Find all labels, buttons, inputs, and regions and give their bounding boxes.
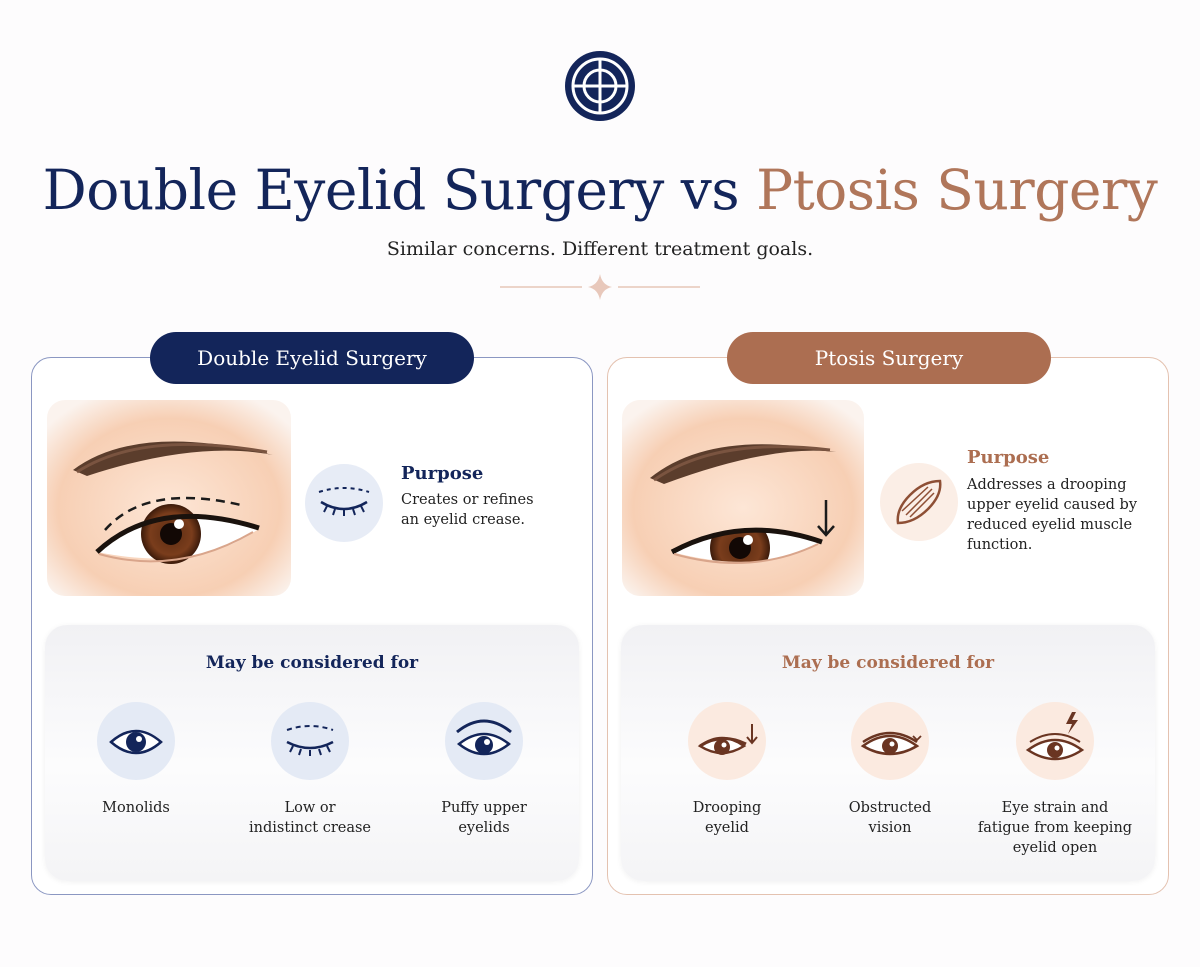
drooping-eye-arrow-icon	[697, 724, 758, 755]
considered-label-puffy-eyelids: Puffy upper eyelids	[394, 798, 574, 838]
narrowed-eye-icon	[860, 731, 922, 756]
page-title: Double Eyelid Surgery vs Ptosis Surgery	[0, 150, 1200, 230]
label-line: vision	[868, 820, 912, 836]
purpose-line: an eyelid crease.	[401, 512, 526, 528]
double-eyelid-badge: Double Eyelid Surgery	[150, 332, 474, 384]
considered-label-eye-strain: Eye strain and fatigue from keeping eyel…	[965, 798, 1145, 858]
eye-with-dashed-crease-icon	[47, 400, 291, 596]
ptosis-badge: Ptosis Surgery	[727, 332, 1051, 384]
purpose-icon-ptosis	[880, 463, 958, 541]
label-line: Monolids	[102, 800, 170, 816]
purpose-line: upper eyelid caused by	[967, 497, 1138, 513]
considered-icon-low-crease	[271, 702, 349, 780]
closed-eye-dashed-crease-icon	[286, 725, 334, 756]
label-line: eyelid	[705, 820, 749, 836]
label-line: Eye strain and	[1001, 800, 1109, 816]
sparkle-divider	[498, 272, 702, 302]
purpose-text-ptosis: Addresses a drooping upper eyelid caused…	[967, 475, 1157, 555]
sparkle-icon	[500, 274, 700, 300]
drooping-eyelid-down-arrow-icon	[622, 400, 864, 596]
purpose-line: Addresses a drooping	[967, 477, 1127, 493]
eye-strain-bolt-icon	[1025, 712, 1085, 761]
considered-label-low-crease: Low or indistinct crease	[220, 798, 400, 838]
purpose-line: reduced eyelid muscle	[967, 517, 1133, 533]
label-line: Puffy upper	[441, 800, 527, 816]
label-line: Obstructed	[848, 800, 932, 816]
considered-title-double-eyelid: May be considered for	[205, 653, 419, 673]
heavy-lid-eye-icon	[456, 719, 512, 756]
purpose-line: function.	[967, 537, 1033, 553]
label-line: Low or	[284, 800, 336, 816]
open-eye-icon	[109, 729, 163, 755]
muscle-icon	[896, 479, 942, 525]
brand-logo	[564, 50, 636, 122]
title-part-double-eyelid: Double Eyelid Surgery vs	[42, 158, 740, 222]
page-subtitle: Similar concerns. Different treatment go…	[386, 238, 814, 260]
title-part-ptosis: Ptosis Surgery	[756, 158, 1158, 222]
considered-title-ptosis: May be considered for	[781, 653, 995, 673]
considered-icon-eye-strain	[1016, 702, 1094, 780]
label-line: fatigue from keeping	[977, 820, 1133, 836]
label-line: eyelids	[458, 820, 510, 836]
purpose-text-double-eyelid: Creates or refines an eyelid crease.	[401, 490, 561, 530]
considered-label-monolids: Monolids	[46, 798, 226, 818]
crosshair-logo-icon	[565, 51, 635, 121]
label-line: Drooping	[692, 800, 762, 816]
considered-icon-monolids	[97, 702, 175, 780]
purpose-title-ptosis: Purpose	[967, 447, 1050, 468]
label-line: indistinct crease	[249, 820, 371, 836]
considered-icon-puffy-eyelids	[445, 702, 523, 780]
label-line: eyelid open	[1012, 840, 1098, 856]
considered-label-obstructed-vision: Obstructed vision	[800, 798, 980, 838]
considered-label-drooping-eyelid: Drooping eyelid	[637, 798, 817, 838]
purpose-line: Creates or refines	[401, 492, 534, 508]
purpose-icon-double-eyelid	[305, 464, 383, 542]
considered-icon-obstructed-vision	[851, 702, 929, 780]
considered-icon-drooping-eyelid	[688, 702, 766, 780]
double-eyelid-illustration	[47, 400, 291, 596]
purpose-title-double-eyelid: Purpose	[401, 463, 484, 484]
ptosis-illustration	[622, 400, 864, 596]
closed-eye-lashes-icon	[318, 487, 370, 516]
